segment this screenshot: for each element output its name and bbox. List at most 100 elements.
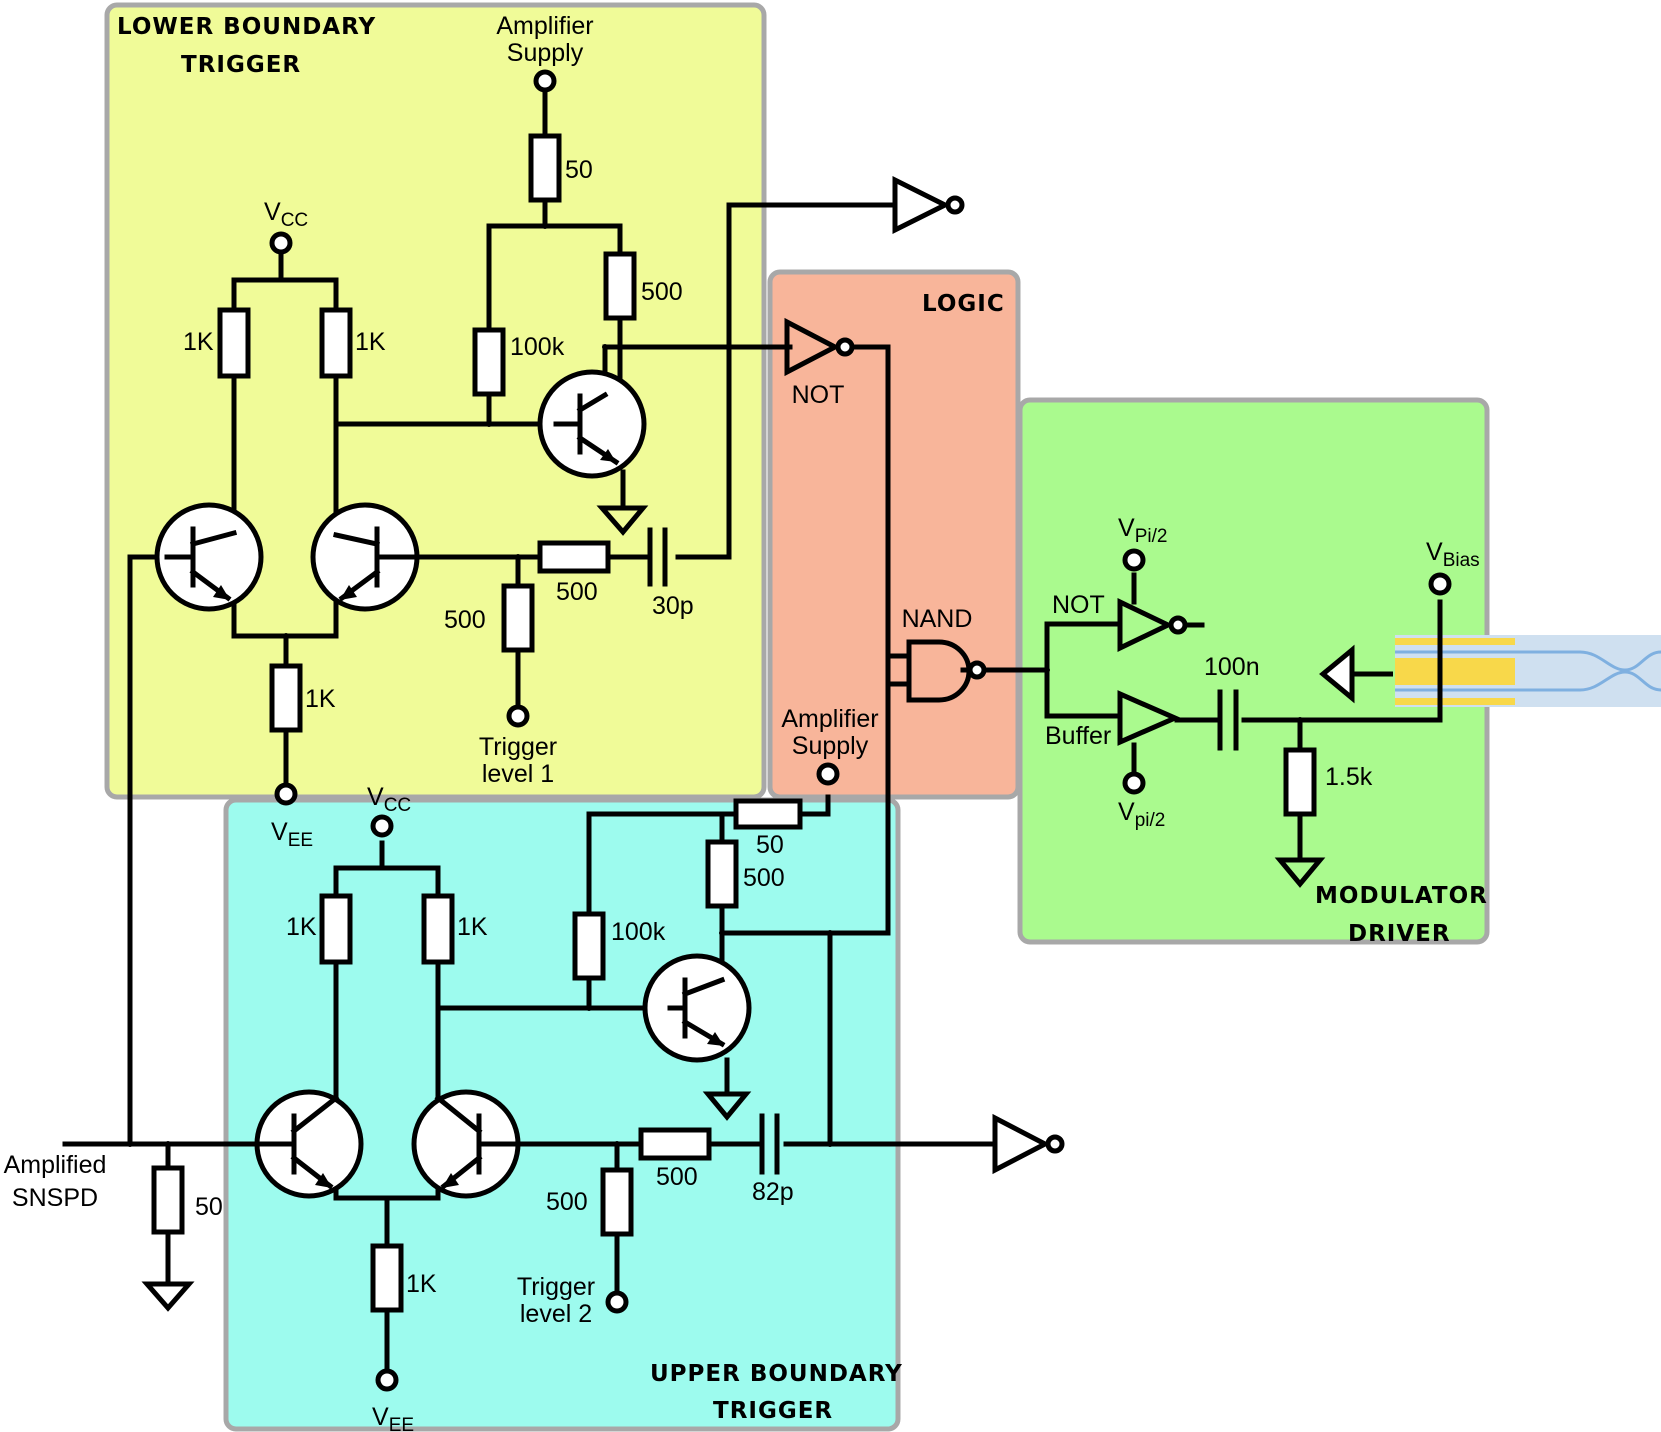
terminal-upper-vcc [370,814,394,838]
ground-driver [1274,857,1326,888]
transistor-upper-output [642,953,752,1063]
lower-block-title: LOWER BOUNDARY [117,14,376,40]
modulator-electrode-center [1395,658,1515,685]
logic-block-title: LOGIC [922,291,1005,317]
label-upper-r-trigger: 500 [546,1188,588,1216]
label-lower-r-left: 1K [183,328,214,356]
nand-gate [885,639,987,703]
transistor-lower-right [310,502,420,612]
terminal-lower-supply [533,69,557,93]
label-lower-trigger-2: level 1 [482,760,554,788]
resistor-lower-tail-1k [269,663,303,733]
resistor-lower-series-500 [537,540,611,574]
label-upper-supply-2: Supply [792,732,869,760]
driver-block-title: MODULATOR [1315,883,1488,909]
label-logic-not: NOT [792,381,845,409]
label-driver-vpi-bottom: Vpi/2 [1118,798,1165,831]
resistor-upper-collector-500 [705,839,739,909]
label-lower-vee: VEE [271,818,313,851]
resistor-lower-trigger-500 [501,583,535,653]
electro-optic-modulator [1395,635,1661,707]
label-upper-r-series: 500 [656,1163,698,1191]
label-lower-supply-2: Supply [507,39,584,67]
resistor-upper-tail-1k [370,1243,404,1313]
not-gate-upper-output [992,1113,1065,1175]
resistor-lower-left-1k [217,307,251,379]
label-upper-r-supply: 50 [756,831,784,859]
label-logic-nand: NAND [902,605,973,633]
resistor-lower-collector-500 [603,251,637,321]
not-gate-driver [1117,598,1205,652]
resistor-lower-100k [472,327,506,397]
capacitor-driver-100n [1217,689,1239,751]
label-lower-vcc: VCC [264,198,308,231]
label-lower-r-right: 1K [355,328,386,356]
modulator-arrow-head [1319,644,1355,704]
label-upper-r-tail: 1K [406,1270,437,1298]
upper-block-title: UPPER BOUNDARY [650,1361,903,1387]
resistor-input-50 [151,1165,185,1235]
label-upper-trigger: Trigger [517,1273,595,1301]
resistor-upper-100k [572,911,606,981]
label-input-r-term: 50 [195,1193,223,1221]
not-gate-lower-output [892,175,965,235]
label-upper-r-collector: 500 [743,864,785,892]
ground-input [141,1281,195,1312]
label-upper-r-left: 1K [286,913,317,941]
resistor-lower-right-1k [319,307,353,379]
label-lower-trigger: Trigger [479,733,557,761]
label-driver-not: NOT [1052,591,1105,619]
resistor-upper-series-500 [638,1127,712,1161]
resistor-upper-trigger-500 [600,1167,634,1237]
label-upper-r-right: 1K [457,913,488,941]
transistor-lower-left [154,502,264,612]
terminal-upper-vee [375,1368,399,1392]
label-upper-vee: VEE [372,1403,414,1432]
terminal-upper-trigger [605,1290,629,1314]
modulator-fiber-lower [1395,670,1661,692]
label-driver-vbias: VBias [1426,538,1480,571]
label-driver-vpi-top: VPi/2 [1118,514,1167,547]
resistor-upper-supply-50 [733,798,803,830]
terminal-driver-vpi-top [1122,548,1146,572]
label-lower-r-100k: 100k [510,333,565,361]
transistor-upper-right [411,1089,521,1199]
resistor-driver-1-5k [1283,747,1317,817]
upper-block-title-2: TRIGGER [713,1398,833,1424]
label-upper-vcc: VCC [367,783,411,816]
modulator-electrode-bottom [1395,698,1515,705]
transistor-lower-output [537,369,647,479]
label-upper-r-100k: 100k [611,918,666,946]
ground-upper-output [702,1091,752,1121]
capacitor-upper-82p [759,1113,780,1175]
resistor-upper-right-1k [421,893,455,965]
terminal-driver-vbias [1428,572,1452,596]
label-input-2: SNSPD [12,1184,98,1212]
buffer-gate-driver [1117,690,1182,746]
label-upper-trigger-2: level 2 [520,1300,592,1328]
terminal-lower-vcc [269,231,293,255]
label-driver-cap: 100n [1204,653,1260,681]
circuit-wires [62,85,1443,1372]
not-gate-logic [784,317,891,377]
label-lower-r-collector: 500 [641,278,683,306]
transistor-upper-left [254,1089,364,1199]
lower-boundary-trigger-block [104,2,767,800]
terminal-driver-vpi-bottom [1122,771,1146,795]
terminal-upper-supply [816,762,840,786]
label-lower-r-trigger: 500 [444,606,486,634]
junction-dots [127,223,1303,1147]
terminal-lower-trigger [506,704,530,728]
label-input: Amplified [4,1151,107,1179]
label-lower-r-supply: 50 [565,156,593,184]
resistor-lower-supply-50 [528,133,562,203]
capacitor-lower-30p [647,527,668,587]
label-lower-r-tail: 1K [305,685,336,713]
resistor-upper-left-1k [319,893,353,965]
label-lower-cap: 30p [652,592,694,620]
terminal-lower-vee [274,782,298,806]
driver-block-title-2: DRIVER [1348,921,1451,947]
lower-block-title-2: TRIGGER [181,52,301,78]
modulator-electrode-top [1395,638,1515,645]
